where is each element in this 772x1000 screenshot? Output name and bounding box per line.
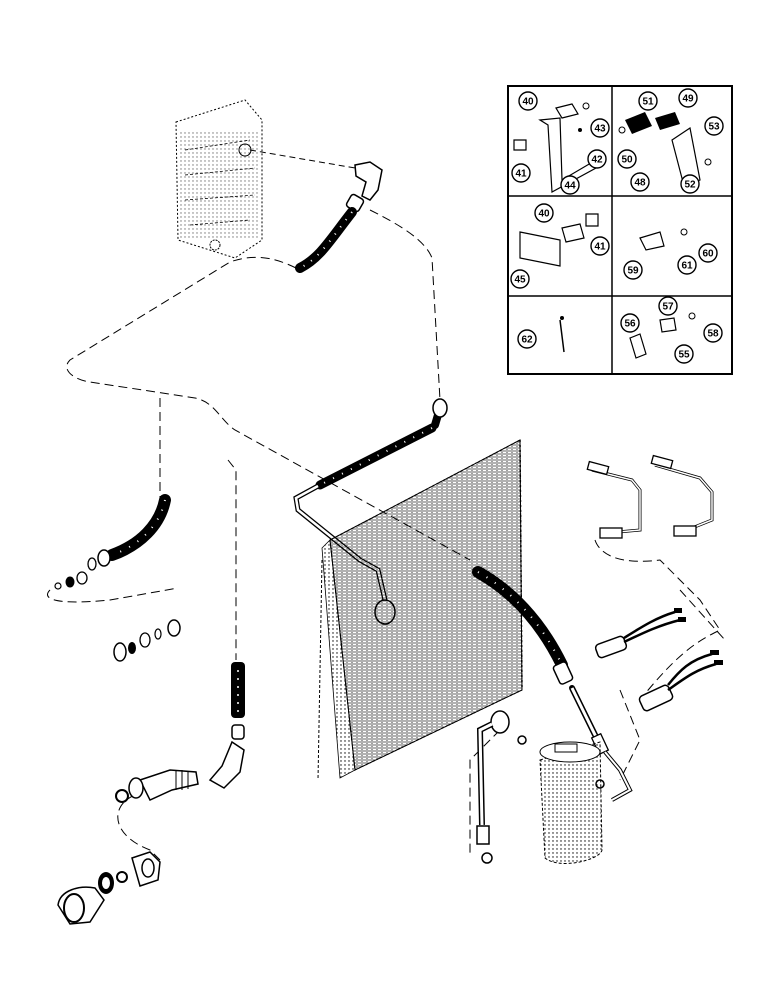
liquid-line <box>476 710 605 864</box>
callout-label-40: 40 <box>538 209 550 220</box>
callout-circle-60 <box>698 243 718 263</box>
callout-label-59: 59 <box>627 266 639 277</box>
routing-dashed-lines <box>47 209 726 861</box>
lower-left-fittings <box>57 740 245 925</box>
condenser <box>317 439 523 781</box>
callout-circle-61 <box>677 255 697 275</box>
inset-parts-box <box>507 85 733 375</box>
callout-circle-41 <box>590 236 610 256</box>
callout-circle-40 <box>534 203 554 223</box>
callout-label-48: 48 <box>634 178 646 189</box>
temperature-sensors <box>586 454 714 539</box>
temperature-switch <box>638 650 723 712</box>
callout-circle-49 <box>678 88 698 108</box>
callout-label-42: 42 <box>591 155 603 166</box>
callout-circle-40 <box>518 91 538 111</box>
callout-label-58: 58 <box>707 329 719 340</box>
callout-label-56: 56 <box>624 319 636 330</box>
callout-circle-48 <box>630 172 650 192</box>
callout-circle-45 <box>510 269 530 289</box>
callout-label-50: 50 <box>621 155 633 166</box>
callout-circle-43 <box>590 118 610 138</box>
callout-label-55: 55 <box>678 350 690 361</box>
callout-label-62: 62 <box>521 335 533 346</box>
vertical-hose <box>231 662 245 740</box>
callout-circle-55 <box>674 344 694 364</box>
callout-label-41: 41 <box>594 242 606 253</box>
suction-hose <box>472 566 633 802</box>
callout-label-60: 60 <box>702 249 714 260</box>
callout-circle-41 <box>511 163 531 183</box>
callout-circle-56 <box>620 313 640 333</box>
callout-circle-53 <box>704 116 724 136</box>
callout-circle-52 <box>680 174 700 194</box>
callout-circle-50 <box>617 149 637 169</box>
callout-label-40: 40 <box>522 97 534 108</box>
callout-label-49: 49 <box>682 94 694 105</box>
callout-circle-51 <box>638 91 658 111</box>
callout-circle-62 <box>517 329 537 349</box>
callout-circle-44 <box>560 175 580 195</box>
callout-labels: 40 41 42 43 44 48 49 50 51 52 53 40 41 45 59 60 61 62 55 56… <box>510 88 724 364</box>
left-hose-assembly <box>54 494 181 662</box>
callout-label-53: 53 <box>708 122 720 133</box>
callout-circle-58 <box>703 323 723 343</box>
callout-label-57: 57 <box>662 302 674 313</box>
callout-label-41: 41 <box>515 169 527 180</box>
callout-circle-42 <box>587 149 607 169</box>
callout-label-61: 61 <box>681 261 693 272</box>
callout-label-45: 45 <box>514 275 526 286</box>
compressor-elbow-fitting <box>249 149 383 213</box>
compressor-hose <box>295 207 357 273</box>
callout-label-43: 43 <box>594 124 606 135</box>
callout-circle-59 <box>623 260 643 280</box>
callout-label-52: 52 <box>684 180 696 191</box>
callout-circle-57 <box>658 296 678 316</box>
callout-label-44: 44 <box>564 181 576 192</box>
pressure-switch <box>594 608 686 659</box>
receiver-drier <box>539 741 603 864</box>
callout-label-51: 51 <box>642 97 654 108</box>
compressor <box>175 99 263 259</box>
